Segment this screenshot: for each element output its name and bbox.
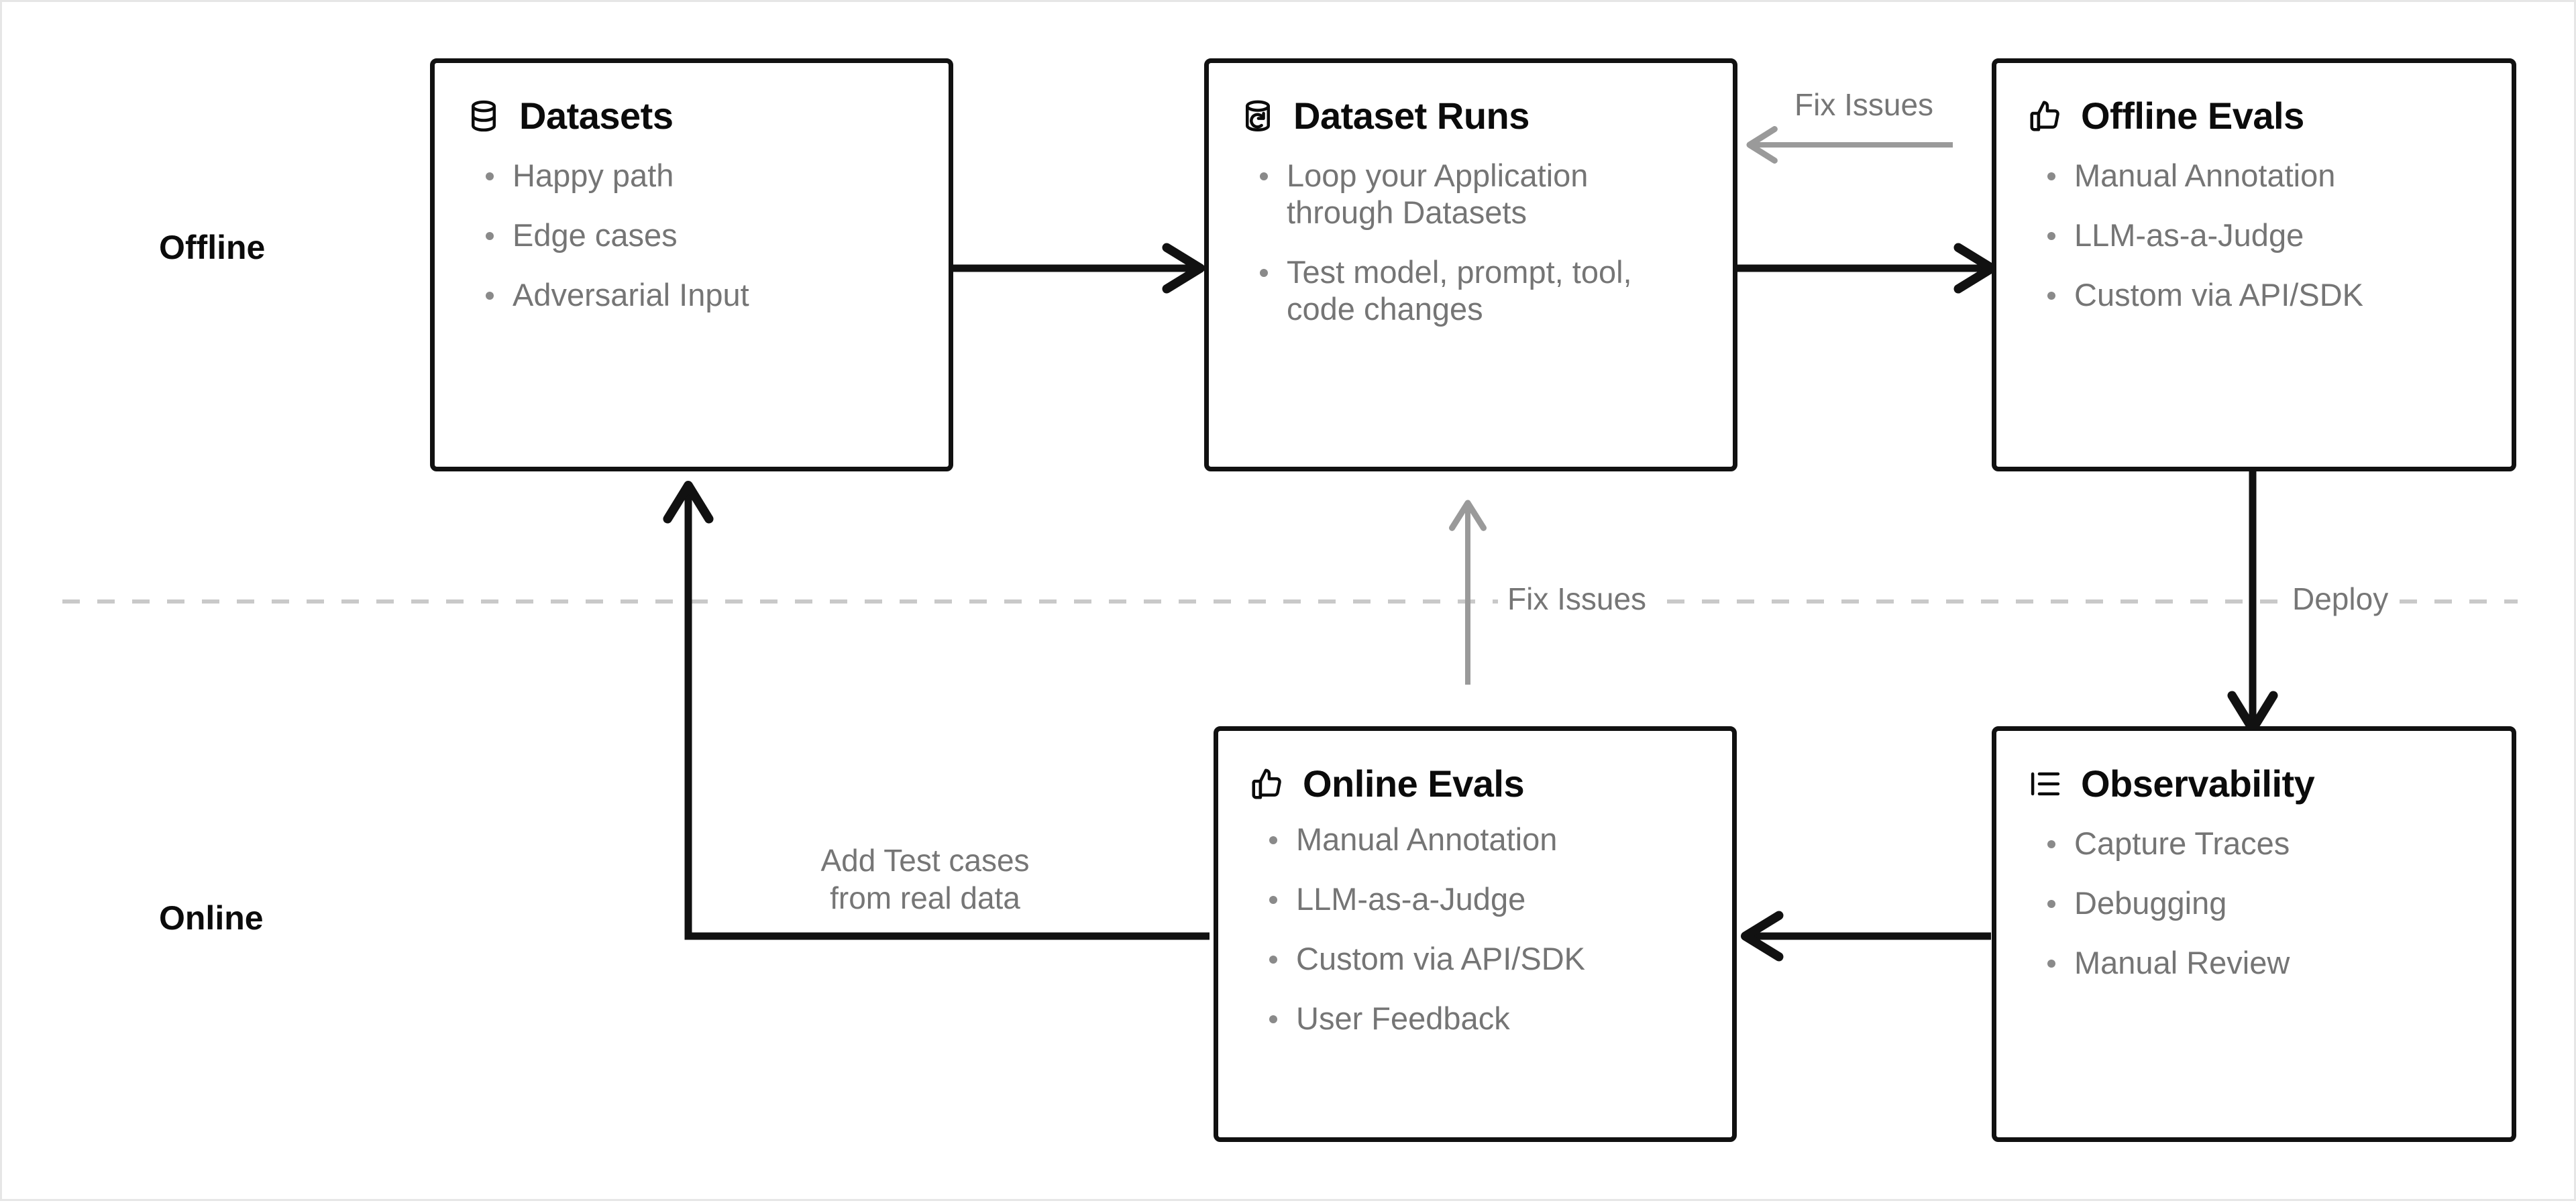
- lane-label-online: Online: [159, 899, 264, 937]
- database-icon: [472, 100, 496, 131]
- thumbs-up-icon: [2030, 101, 2059, 131]
- edge-label-add-test-cases-line1: Add Test cases: [820, 843, 1030, 878]
- node-offline-evals[interactable]: Offline Evals Manual Annotation LLM-as-a…: [1992, 58, 2516, 471]
- list-item: Loop your Application through Datasets: [1257, 158, 1686, 231]
- edge-label-add-test-cases: Add Test cases from real data: [804, 842, 1046, 917]
- edge-label-add-test-cases-line2: from real data: [830, 880, 1020, 916]
- list-item: Test model, prompt, tool, code changes: [1257, 254, 1686, 328]
- lane-label-offline: Offline: [159, 229, 266, 266]
- list-item: Adversarial Input: [483, 277, 922, 314]
- database-refresh-icon: [1246, 100, 1270, 131]
- node-observability-title: Observability: [2081, 762, 2315, 805]
- list-tree-icon: [2031, 772, 2060, 795]
- node-observability-header: Observability: [1996, 731, 2512, 805]
- node-online-evals-header: Online Evals: [1218, 731, 1732, 805]
- list-item: Custom via API/SDK: [1267, 941, 1705, 978]
- edge-label-fix-issues-top: Fix Issues: [1785, 86, 1943, 124]
- edge-label-deploy: Deploy: [2283, 580, 2398, 618]
- list-item: Debugging: [2045, 885, 2485, 922]
- node-datasets-title: Datasets: [519, 95, 674, 137]
- list-item: LLM-as-a-Judge: [2045, 217, 2485, 254]
- edge-label-fix-issues-middle: Fix Issues: [1498, 580, 1656, 618]
- list-item: Manual Review: [2045, 945, 2485, 982]
- list-item: Manual Annotation: [1267, 821, 1705, 858]
- node-online-evals[interactable]: Online Evals Manual Annotation LLM-as-a-…: [1214, 726, 1737, 1142]
- node-dataset-runs-header: Dataset Runs: [1209, 63, 1733, 137]
- node-online-evals-title: Online Evals: [1303, 762, 1525, 805]
- node-offline-evals-title: Offline Evals: [2081, 95, 2304, 137]
- node-observability[interactable]: Observability Capture Traces Debugging M…: [1992, 726, 2516, 1142]
- node-datasets[interactable]: Datasets Happy path Edge cases Adversari…: [430, 58, 953, 471]
- node-online-evals-bullets: Manual Annotation LLM-as-a-Judge Custom …: [1218, 805, 1732, 1037]
- node-dataset-runs[interactable]: Dataset Runs Loop your Application throu…: [1204, 58, 1737, 471]
- list-item: Manual Annotation: [2045, 158, 2485, 194]
- node-datasets-header: Datasets: [435, 63, 949, 137]
- thumbs-up-icon: [1252, 768, 1281, 799]
- node-offline-evals-header: Offline Evals: [1996, 63, 2512, 137]
- node-datasets-bullets: Happy path Edge cases Adversarial Input: [435, 137, 949, 314]
- list-item: User Feedback: [1267, 1000, 1705, 1037]
- list-item: Edge cases: [483, 217, 922, 254]
- node-offline-evals-bullets: Manual Annotation LLM-as-a-Judge Custom …: [1996, 137, 2512, 314]
- list-item: LLM-as-a-Judge: [1267, 881, 1705, 918]
- list-item: Happy path: [483, 158, 922, 194]
- node-dataset-runs-title: Dataset Runs: [1293, 95, 1529, 137]
- node-dataset-runs-bullets: Loop your Application through Datasets T…: [1209, 137, 1733, 328]
- list-item: Custom via API/SDK: [2045, 277, 2485, 314]
- list-item: Capture Traces: [2045, 825, 2485, 862]
- node-observability-bullets: Capture Traces Debugging Manual Review: [1996, 805, 2512, 982]
